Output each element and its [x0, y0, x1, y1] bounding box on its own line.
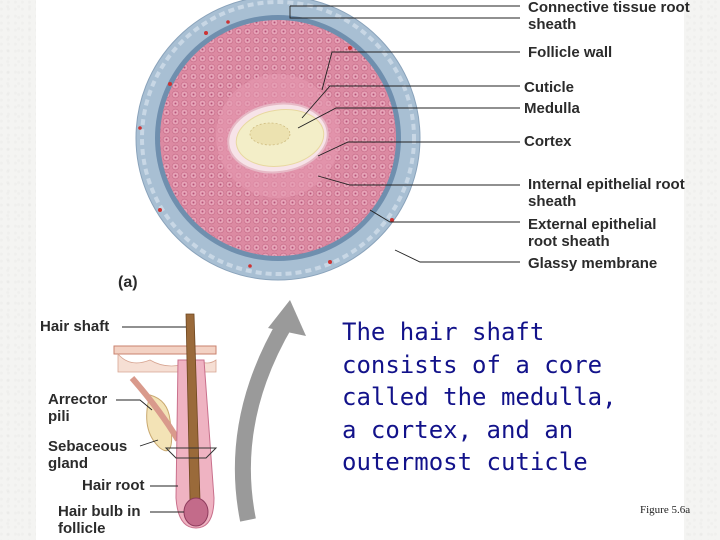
hair-bulb-shape: [183, 497, 209, 527]
label-connective-tissue-root-sheath: Connective tissue root sheath: [528, 0, 690, 33]
sebaceous-gland-shape: [146, 394, 173, 452]
section-arrow: [234, 300, 306, 522]
skin-surface: [113, 345, 217, 355]
label-glassy-membrane: Glassy membrane: [528, 255, 658, 272]
arrector-pili-muscle: [129, 376, 181, 442]
leader-lines-top: [289, 5, 520, 263]
label-medulla: Medulla: [524, 100, 580, 117]
label-hair-shaft: Hair shaft: [40, 318, 110, 335]
label-cuticle: Cuticle: [524, 79, 575, 96]
label-sebaceous-gland: Sebaceous gland: [48, 438, 128, 472]
caption-text: The hair shaft consists of a core called…: [342, 318, 617, 476]
follicle-cross-section: [135, 0, 421, 281]
label-follicle-wall: Follicle wall: [528, 44, 613, 61]
label-external-epithelial-root-sheath: External epithelial root sheath: [528, 216, 657, 250]
panel-label-a: (a): [118, 274, 138, 291]
label-internal-epithelial-root-sheath: Internal epithelial root sheath: [528, 176, 685, 210]
red-cell-dots: [138, 20, 394, 268]
follicle-side-view: [113, 313, 218, 529]
label-arrector-pili: Arrector pili: [48, 391, 108, 425]
medulla-shape: [249, 122, 291, 146]
label-hair-root: Hair root: [82, 477, 145, 494]
connective-tissue-texture: [140, 0, 416, 276]
figure-reference: Figure 5.6a: [640, 504, 691, 516]
label-cortex: Cortex: [524, 133, 572, 150]
cross-section-plane: [164, 447, 218, 459]
leader-lines-bottom: [116, 326, 186, 513]
label-hair-bulb-in-follicle: Hair bulb in follicle: [58, 503, 141, 537]
